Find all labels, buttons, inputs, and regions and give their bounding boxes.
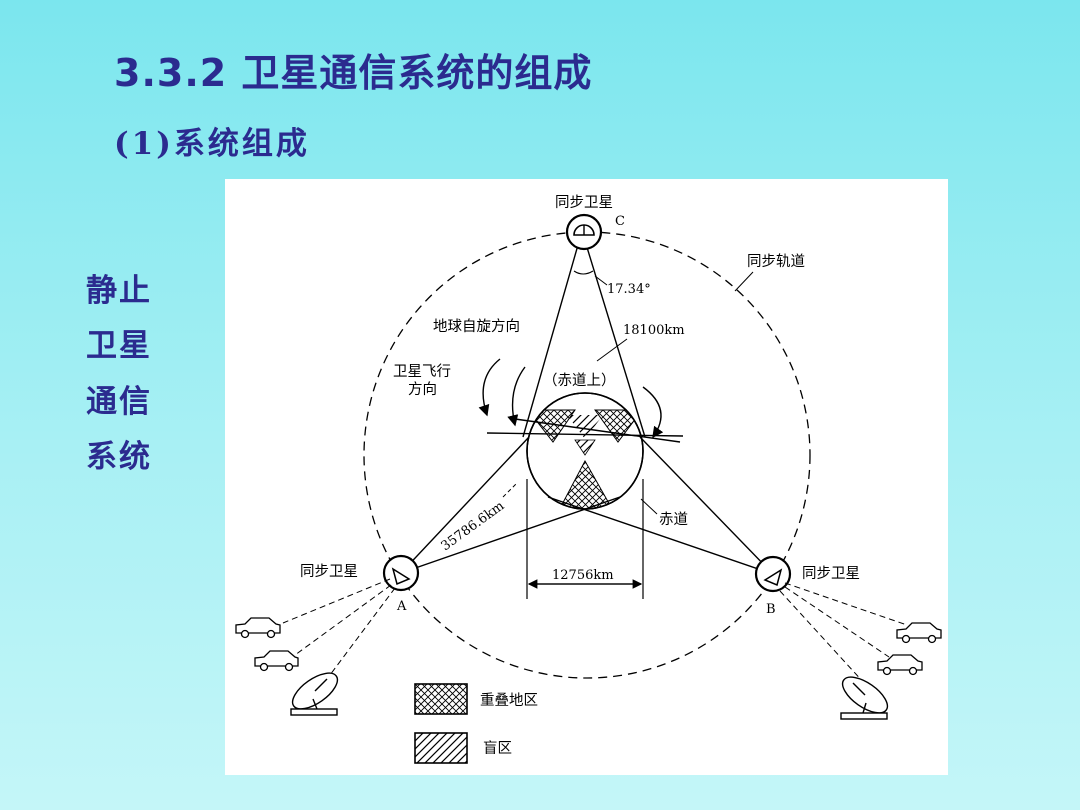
satellite-diagram: 12756km 同步卫星 C 17.34° 同步卫星 A [235, 194, 942, 764]
satellite-b-label: 同步卫星 [802, 565, 860, 582]
ground-links-b [779, 582, 908, 685]
car-icon [235, 617, 281, 639]
satellite-b-letter: B [766, 602, 776, 617]
satellite-a-icon [382, 554, 420, 592]
legend-blind-label: 盲区 [483, 740, 512, 757]
distance-35786-label: 35786.6km [439, 499, 508, 555]
satellite-c-label: 同步卫星 [555, 194, 613, 211]
legend-overlap-swatch [414, 683, 468, 715]
rotation-arrows [478, 358, 664, 439]
earth-rotation-label: 地球自旋方向 [433, 318, 520, 335]
orbit-label: 同步轨道 [747, 253, 805, 270]
car-icon [254, 650, 299, 672]
side-text-line-3: 通信 [86, 384, 152, 420]
satellite-a-letter: A [396, 599, 407, 614]
ground-links-a [282, 578, 396, 680]
page-title: 3.3.2 卫星通信系统的组成 [114, 51, 593, 95]
satellite-c-letter: C [615, 214, 625, 229]
satellite-direction-line-2: 方向 [408, 381, 437, 398]
distance-18100-label: 18100km [623, 323, 685, 338]
side-text-line-4: 系统 [86, 439, 152, 475]
satellite-diagram-panel: 12756km 同步卫星 C 17.34° 同步卫星 A [225, 179, 948, 775]
side-text-line-2: 卫星 [86, 328, 152, 364]
side-text-line-1: 静止 [86, 273, 152, 309]
equator-on-label: （赤道上） [543, 372, 616, 389]
legend-overlap-label: 重叠地区 [480, 692, 538, 709]
angle-label: 17.34° [607, 282, 651, 297]
satellite-c-icon [565, 213, 603, 251]
car-icon [877, 654, 923, 676]
legend-blind-swatch [414, 732, 468, 764]
satellite-dish-icon [840, 676, 889, 720]
coverage-lines [400, 230, 774, 575]
section-subtitle: (1)系统组成 [114, 126, 310, 162]
car-icon [896, 622, 942, 644]
earth [526, 392, 644, 510]
legend: 重叠地区 盲区 [414, 683, 538, 764]
diameter-measure [526, 479, 644, 599]
satellite-dish-icon [290, 672, 339, 716]
satellite-b-icon [754, 555, 792, 593]
diameter-label: 12756km [552, 568, 614, 583]
satellite-direction-line-1: 卫星飞行 [393, 363, 451, 380]
satellite-a-label: 同步卫星 [300, 563, 358, 580]
equator-label: 赤道 [659, 511, 688, 528]
